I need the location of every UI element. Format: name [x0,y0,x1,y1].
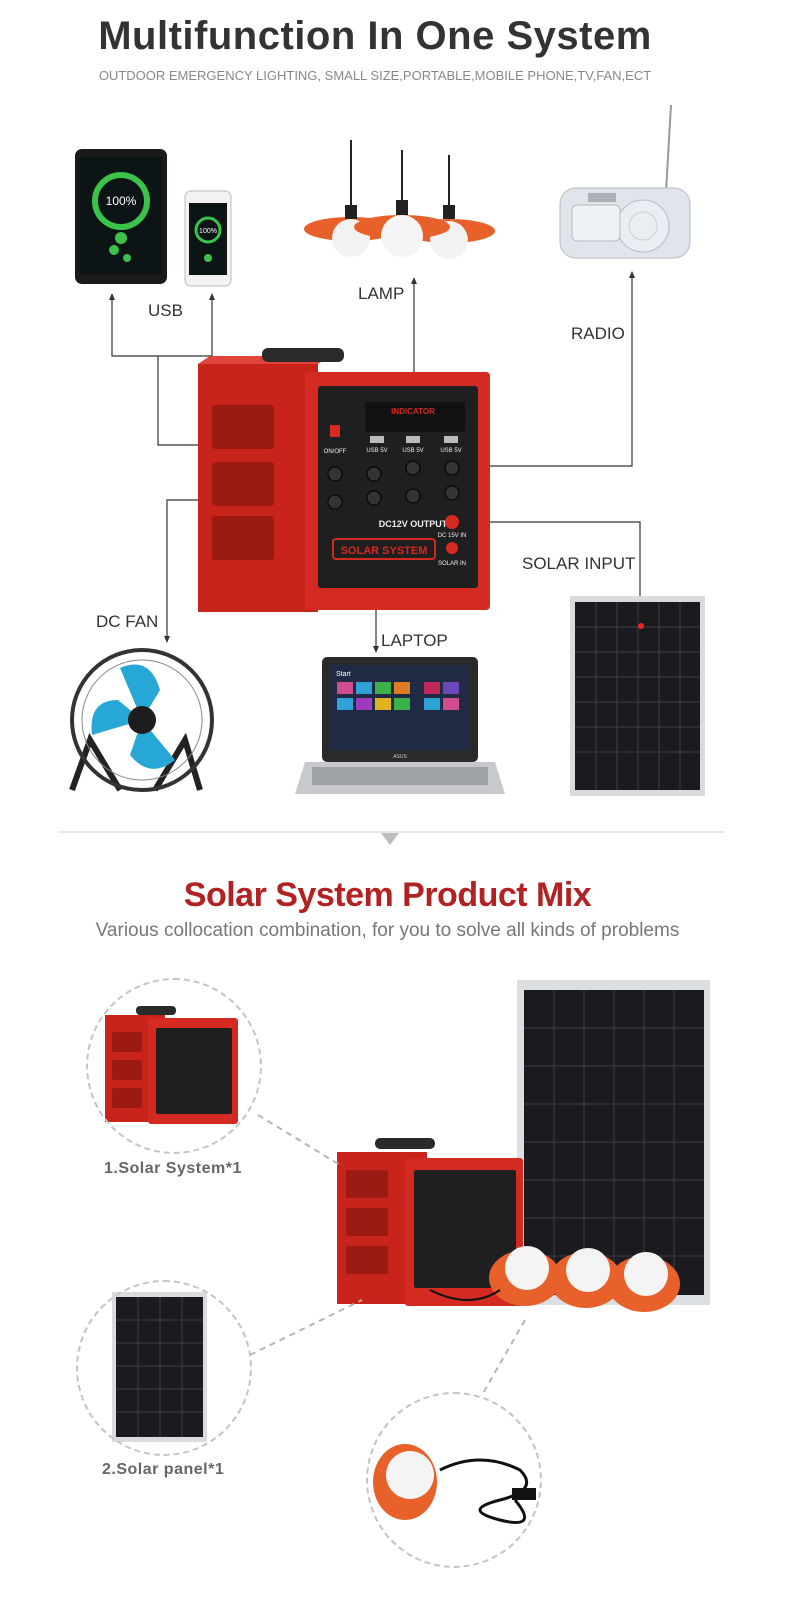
item2-caption: 2.Solar panel*1 [102,1461,225,1478]
solar-panel-image [570,596,705,796]
device-solar-in-label: SOLAR IN [438,561,466,567]
lamp-label: LAMP [358,284,405,303]
device-indicator-label: INDICATOR [391,407,435,416]
device-dc-in-label: DC 15V IN [438,533,467,539]
section2-title: Solar System Product Mix [183,876,592,914]
item1-caption: 1.Solar System*1 [104,1160,242,1177]
radio-image [559,104,691,259]
item1-circle [86,978,262,1154]
solar-input-label: SOLAR INPUT [522,554,636,573]
section1-subtitle: OUTDOOR EMERGENCY LIGHTING, SMALL SIZE,P… [98,68,652,83]
device-usb-2: USB 5V [402,448,423,454]
device-solar-system-label: SOLAR SYSTEM [341,545,428,557]
product-mix-hero-image [337,980,710,1312]
callout-dashes [249,1114,526,1396]
solar-generator-image: INDICATOR ON/OFF USB 5V USB 5V USB 5V DC… [198,348,490,612]
section-divider [58,831,725,845]
fan-image [69,648,214,792]
device-usb-3: USB 5V [440,448,461,454]
item2-circle [76,1280,252,1456]
tablet-image: 100% [75,149,167,284]
section1-title: Multifunction In One System [98,14,652,58]
phone-image: 100% [184,190,232,287]
laptop-image: Start ASUS [295,657,505,794]
device-onoff-label: ON/OFF [324,449,347,455]
tablet-battery-text: 100% [106,194,137,208]
device-usb-1: USB 5V [366,448,387,454]
laptop-brand-text: ASUS [393,754,407,760]
device-dc-output-label: DC12V OUTPUT [379,519,448,529]
laptop-start-text: Start [336,671,351,678]
radio-label: RADIO [571,324,625,343]
section2-subtitle: Various collocation combination, for you… [95,920,680,941]
item3-circle [366,1392,542,1568]
phone-battery-text: 100% [199,228,217,235]
laptop-label: LAPTOP [381,631,448,650]
dc-fan-label: DC FAN [96,612,159,631]
lamps-image [304,140,495,259]
connector-arrows [109,271,635,653]
usb-label: USB [148,301,183,320]
